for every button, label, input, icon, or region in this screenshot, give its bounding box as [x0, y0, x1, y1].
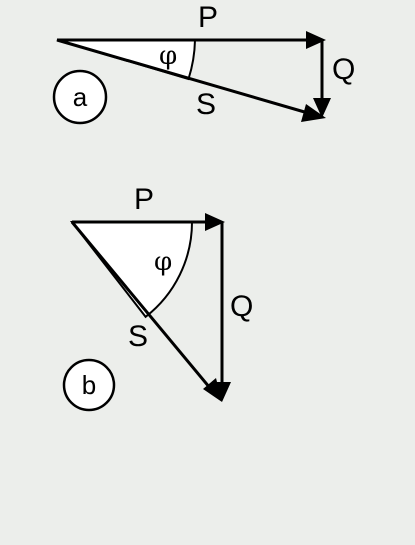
badge-circle-b — [62, 358, 116, 412]
s-arrowhead-a — [301, 104, 326, 122]
s-arrowhead-b — [203, 378, 222, 402]
angle-sector-b — [69, 221, 194, 319]
angle-label-b: φ — [154, 247, 172, 277]
label-s-b: S — [128, 320, 148, 353]
label-q-b: Q — [230, 290, 253, 323]
diagram-a: P Q S φ a — [52, 1, 355, 125]
badge-label-a: a — [73, 82, 88, 112]
label-s-a: S — [196, 88, 216, 121]
s-vector-a — [56, 38, 309, 115]
q-arrowhead-a — [313, 98, 331, 118]
label-q-a: Q — [332, 53, 355, 86]
angle-label-a: φ — [159, 41, 177, 71]
badge-label-b: b — [82, 370, 96, 400]
s-vector-b — [70, 221, 212, 389]
diagram-b: P Q S φ b — [62, 183, 253, 412]
label-p-b: P — [134, 183, 154, 216]
badge-b: b — [62, 358, 116, 412]
badge-circle-a — [52, 69, 108, 125]
p-arrowhead-b — [205, 213, 225, 231]
p-arrowhead-a — [306, 31, 326, 49]
label-p-a: P — [198, 1, 218, 34]
badge-a: a — [52, 69, 108, 125]
